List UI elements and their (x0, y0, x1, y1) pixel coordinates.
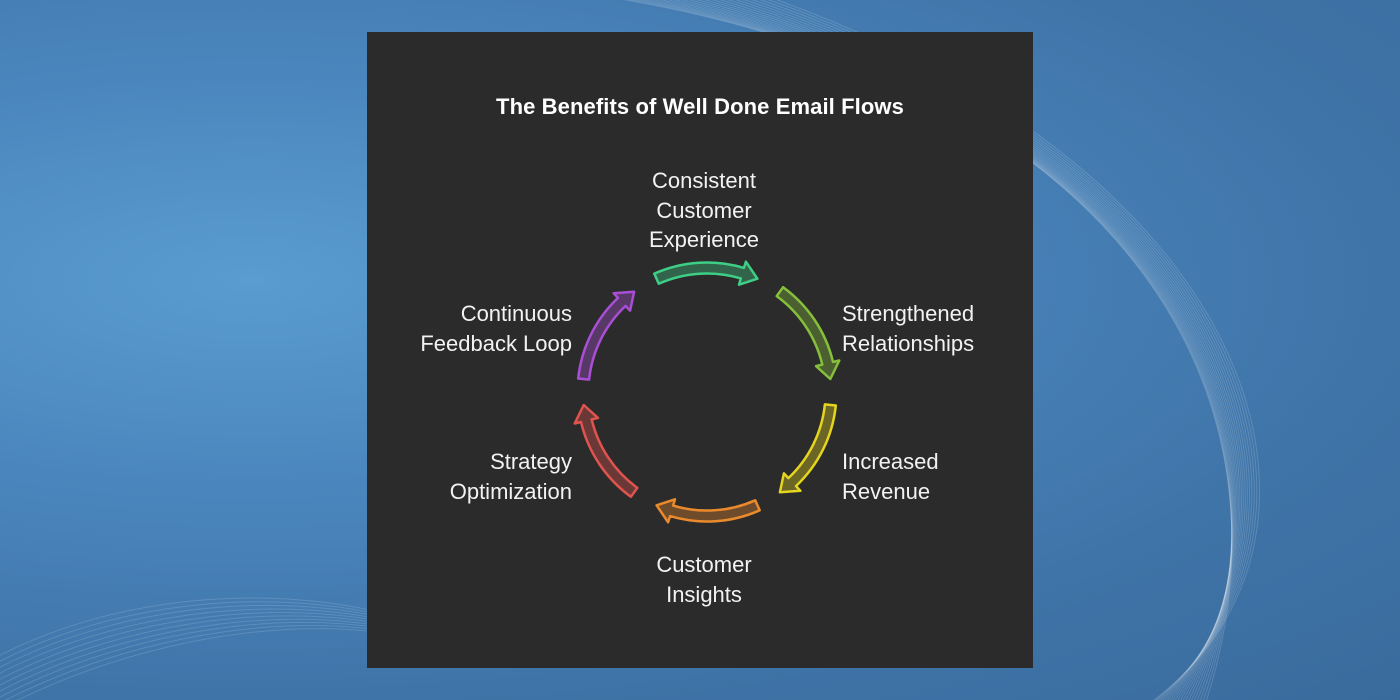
arrow-continuous-feedback-loop-icon (576, 290, 636, 381)
arrow-consistent-customer-experience-icon (653, 260, 759, 286)
cycle-diagram (573, 260, 841, 524)
arrow-customer-insights-icon (655, 498, 761, 524)
arrow-increased-revenue-icon (778, 403, 838, 494)
step-label-strengthened-relationships: Strengthened Relationships (842, 301, 975, 356)
arrow-strengthened-relationships-icon (775, 285, 841, 381)
step-label-customer-insights: Customer Insights (656, 552, 752, 607)
step-label-strategy-optimization: Strategy Optimization (449, 449, 572, 504)
diagram-card: The Benefits of Well Done Email Flows Co… (367, 32, 1033, 668)
diagram-title: The Benefits of Well Done Email Flows (496, 94, 904, 119)
step-label-increased-revenue: Increased Revenue (842, 449, 939, 504)
arrow-strategy-optimization-icon (573, 403, 639, 499)
step-label-consistent-customer-experience: Consistent Customer Experience (648, 168, 760, 252)
step-label-continuous-feedback-loop: Continuous Feedback Loop (420, 301, 572, 356)
